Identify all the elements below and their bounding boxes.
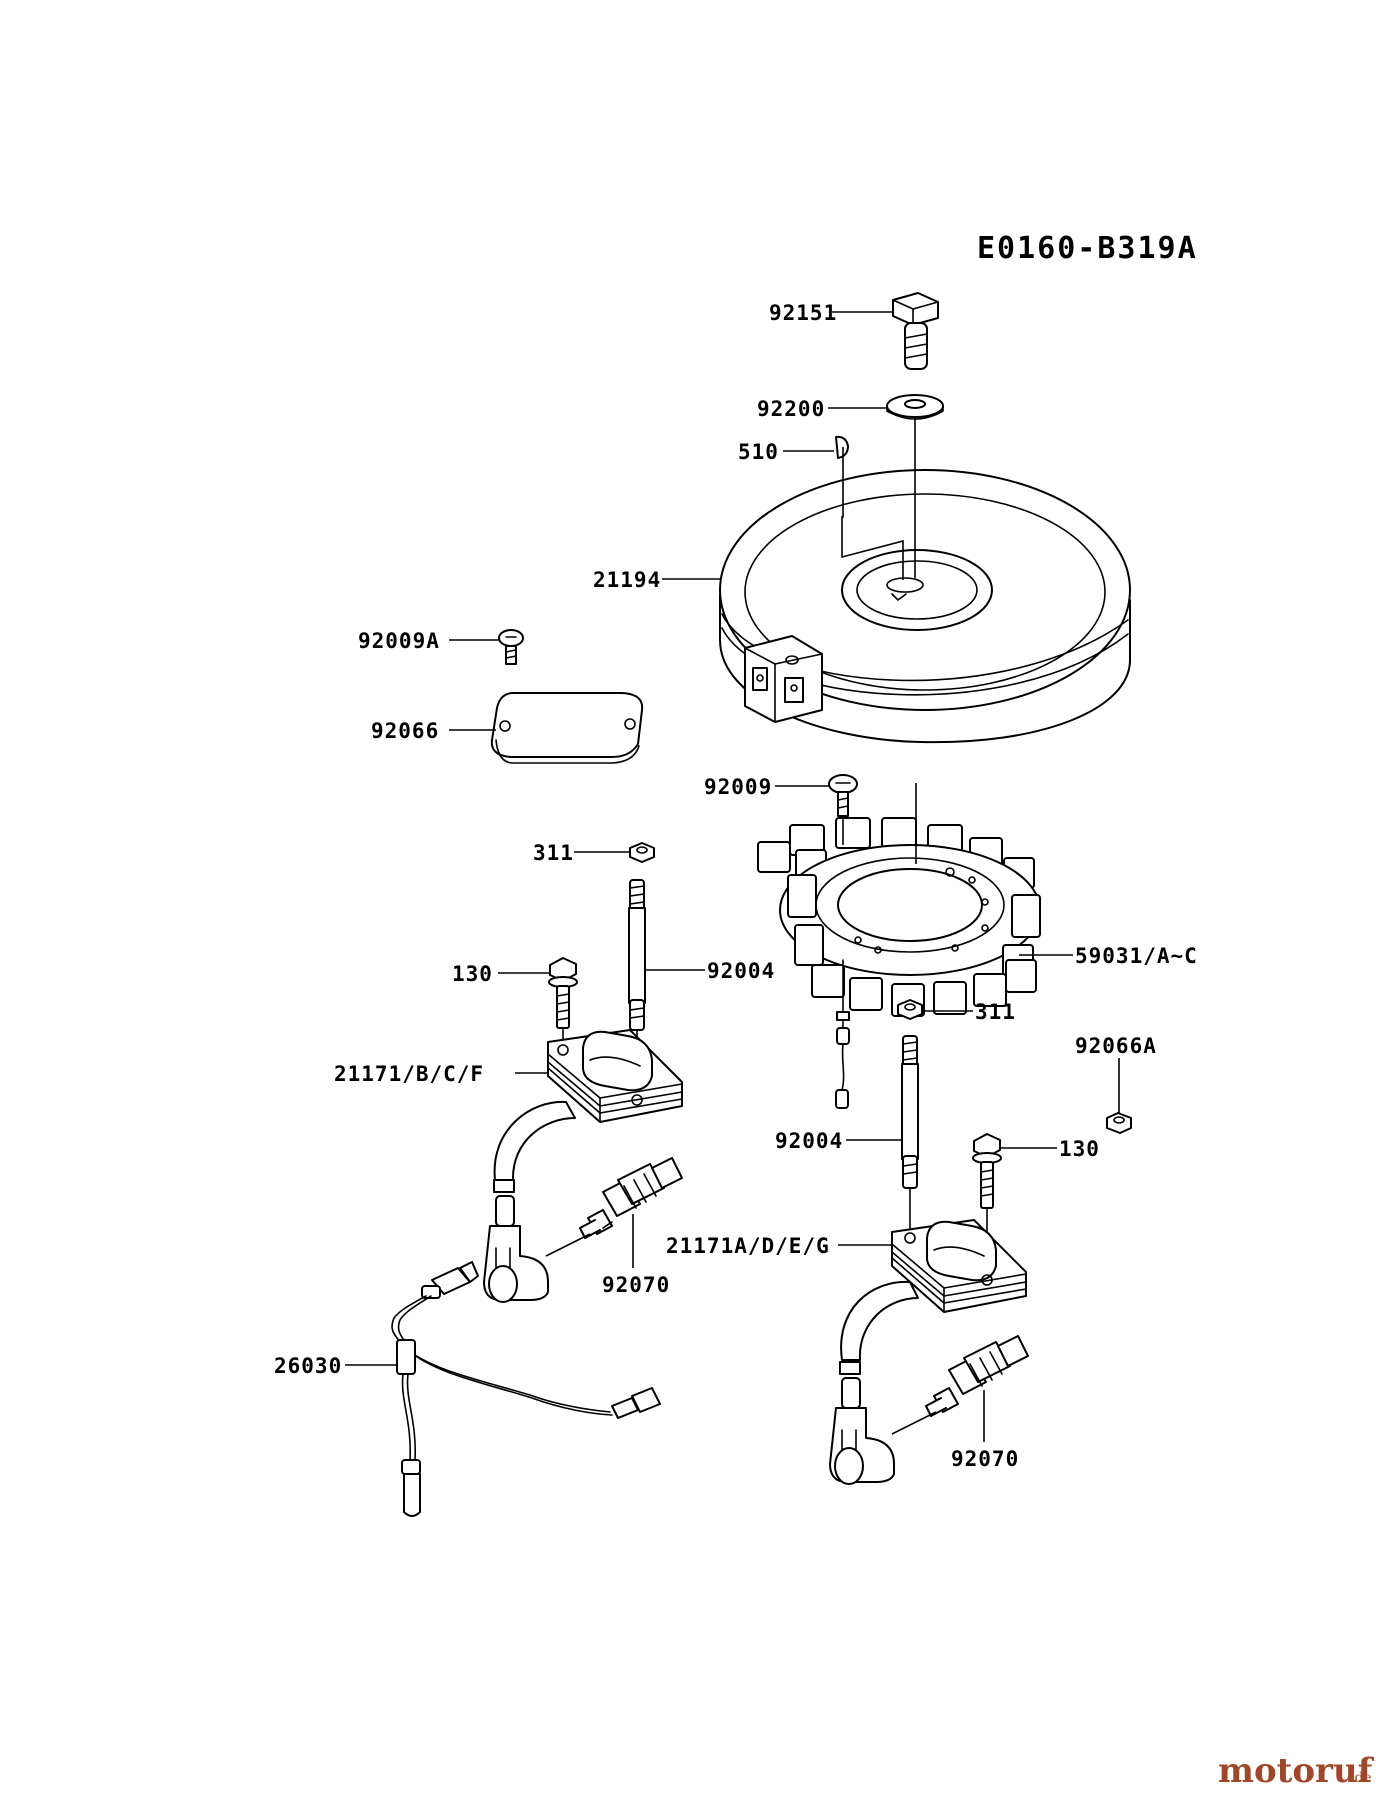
label-311-right: 311: [975, 1000, 1016, 1024]
label-92151: 92151: [769, 301, 837, 325]
watermark-logo: motoruf .de: [1218, 1751, 1375, 1791]
label-92066A: 92066A: [1075, 1034, 1157, 1058]
spark-plug-right: [925, 1335, 1029, 1417]
label-510: 510: [738, 440, 779, 464]
label-59031: 59031/A~C: [1075, 944, 1198, 968]
label-130-left: 130: [452, 962, 493, 986]
lead-wire-26030: [391, 1261, 661, 1517]
screw-92009A: [498, 629, 524, 665]
screw-92009: [828, 774, 858, 817]
label-26030: 26030: [274, 1354, 342, 1378]
bolt-130-left: [548, 957, 578, 1029]
label-311-left: 311: [533, 841, 574, 865]
spark-plug-left: [579, 1157, 683, 1239]
key-leader-path: [841, 447, 904, 580]
label-92070-left: 92070: [602, 1273, 670, 1297]
label-130-right: 130: [1059, 1137, 1100, 1161]
nut-92066A: [1106, 1112, 1132, 1134]
flywheel-21194: [719, 469, 1131, 744]
diagram-code: E0160-B319A: [977, 231, 1198, 266]
label-92009A: 92009A: [358, 629, 440, 653]
watermark-tld: .de: [1350, 1770, 1372, 1786]
label-21194: 21194: [593, 568, 661, 592]
plug-right-line: [891, 1411, 937, 1435]
bolt-92151: [892, 292, 939, 370]
label-21171-right: 21171A/D/E/G: [666, 1234, 830, 1258]
nut-311-right: [897, 999, 923, 1020]
label-21171-left: 21171/B/C/F: [334, 1062, 484, 1086]
label-92004-right: 92004: [775, 1129, 843, 1153]
key-510: [835, 435, 849, 459]
label-92009: 92009: [704, 775, 772, 799]
nut-311-left: [629, 842, 655, 863]
washer-92200: [886, 394, 944, 420]
ignition-coil-right: [829, 1219, 1027, 1485]
watermark-brand: motoruf: [1218, 1751, 1375, 1791]
plate-92066: [490, 692, 644, 764]
stud-92004-left: [628, 879, 646, 1031]
stud-92004-right: [901, 1035, 919, 1189]
label-92066: 92066: [371, 719, 439, 743]
stator-59031: [757, 817, 1041, 1109]
label-92004-left: 92004: [707, 959, 775, 983]
plug-left-line: [545, 1233, 591, 1257]
label-92070-right: 92070: [951, 1447, 1019, 1471]
bolt-130-right: [972, 1133, 1002, 1209]
ignition-coil-left: [483, 1029, 683, 1303]
label-92200: 92200: [757, 397, 825, 421]
